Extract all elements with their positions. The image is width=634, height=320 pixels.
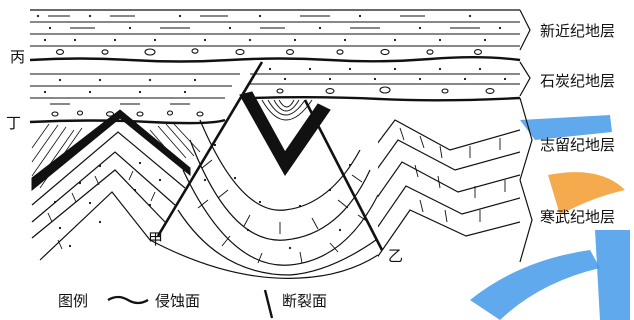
fault-surface-icon (263, 289, 274, 319)
left-folded-block (31, 109, 201, 261)
strata-brackets (519, 9, 533, 263)
right-folded-block (378, 119, 520, 262)
fault-yi (303, 99, 384, 251)
fault-jia (156, 61, 264, 237)
point-jia: 甲 (148, 230, 163, 248)
point-yi: 乙 (388, 247, 403, 265)
neogene-strata (29, 9, 521, 63)
label-silurian: 志留纪地层 (540, 136, 615, 154)
legend-fault-label: 断裂面 (282, 292, 327, 310)
watermark-logo (470, 115, 630, 320)
fault-lines (156, 61, 384, 251)
legend: 图例 侵蚀面 断裂面 (58, 289, 327, 319)
point-bing: 丙 (10, 48, 25, 66)
legend-title: 图例 (58, 292, 88, 310)
label-cambrian: 寒武纪地层 (540, 208, 615, 226)
legend-erosion-label: 侵蚀面 (155, 292, 200, 310)
left-upper-strata (29, 73, 240, 125)
bottom-outline (149, 239, 379, 279)
point-ding: 丁 (6, 114, 21, 132)
label-neogene: 新近纪地层 (540, 22, 615, 40)
erosion-surface-icon (107, 295, 149, 305)
carboniferous-strata (249, 67, 521, 102)
label-carboniferous: 石炭纪地层 (540, 72, 615, 90)
